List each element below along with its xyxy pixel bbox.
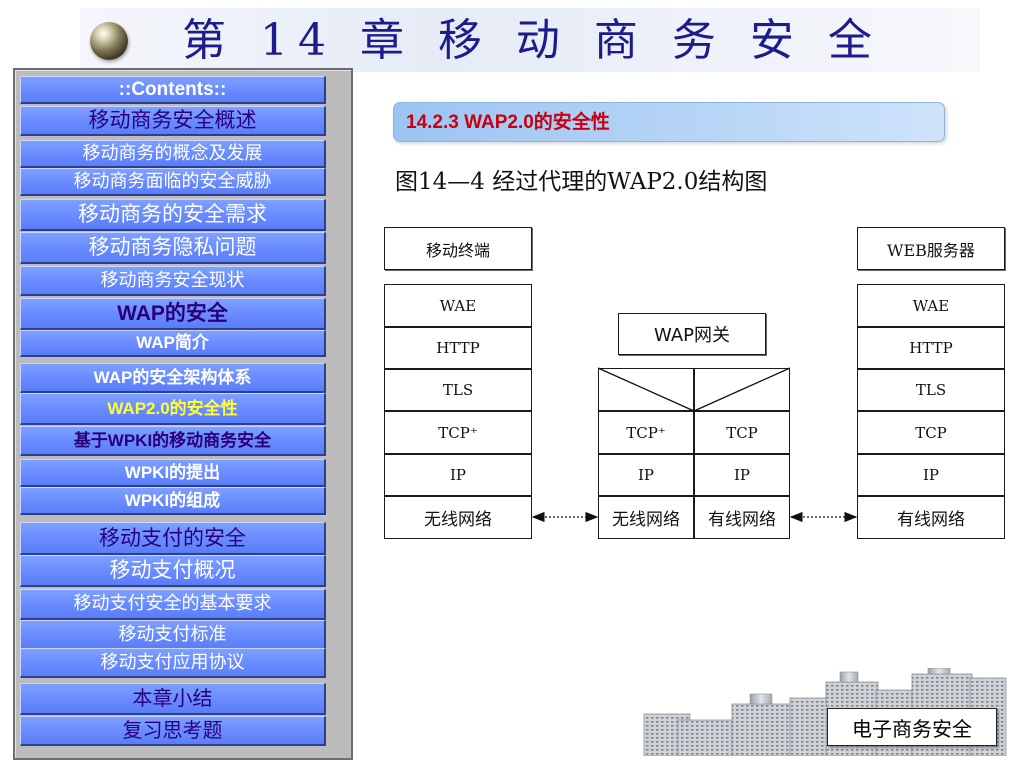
title-band (80, 8, 980, 72)
mobile-terminal-header: 移动终端 (384, 227, 532, 270)
sidebar-contents-header[interactable]: ::Contents:: (20, 76, 326, 104)
sidebar-item[interactable]: 移动支付标准 (20, 620, 326, 650)
sidebar-item[interactable]: 移动商务的安全需求 (20, 199, 326, 231)
mobile-terminal-layer: IP (384, 454, 532, 496)
gateway-top-cell-left (598, 368, 694, 411)
sidebar-item[interactable]: 移动商务的概念及发展 (20, 140, 326, 168)
web-server-layer: HTTP (857, 327, 1005, 369)
web-server-layer: IP (857, 454, 1005, 496)
mobile-terminal-layer: HTTP (384, 327, 532, 369)
section-title-bar: 14.2.3 WAP2.0的安全性 (393, 102, 945, 142)
sidebar-item[interactable]: 基于WPKI的移动商务安全 (20, 426, 326, 456)
section-title: 14.2.3 WAP2.0的安全性 (406, 112, 610, 133)
sidebar-item[interactable]: 移动商务安全概述 (20, 106, 326, 136)
web-server-layer: WAE (857, 284, 1005, 327)
sidebar-item[interactable]: WAP简介 (20, 330, 326, 357)
sidebar-item[interactable]: 移动商务面临的安全威胁 (20, 168, 326, 196)
sidebar-item[interactable]: 移动支付概况 (20, 555, 326, 587)
web-server-layer: TCP (857, 411, 1005, 454)
gateway-wireless-layer: 无线网络 (598, 496, 694, 539)
gateway-wired-layer: IP (694, 454, 790, 496)
bullet-ball-icon (90, 22, 128, 60)
sidebar-item[interactable]: 移动商务安全现状 (20, 266, 326, 296)
mobile-terminal-layer: WAE (384, 284, 532, 327)
sidebar-item[interactable]: WPKI的提出 (20, 459, 326, 487)
gateway-top-cell-right (694, 368, 790, 411)
gateway-wired-layer: TCP (694, 411, 790, 454)
web-server-layer: 有线网络 (857, 496, 1005, 539)
sidebar-item[interactable]: 移动支付的安全 (20, 522, 326, 555)
gateway-wireless-layer: IP (598, 454, 694, 496)
sidebar-item[interactable]: WAP的安全架构体系 (20, 363, 326, 393)
sidebar-item[interactable]: 移动商务隐私问题 (20, 232, 326, 264)
footer-course-label: 电子商务安全 (827, 708, 997, 746)
mobile-terminal-layer: 无线网络 (384, 496, 532, 539)
gateway-wireless-layer: TCP⁺ (598, 411, 694, 454)
wap-gateway-label: WAP网关 (618, 313, 766, 355)
sidebar-item[interactable]: WAP的安全 (20, 298, 326, 330)
sidebar-item[interactable]: 复习思考题 (20, 716, 326, 746)
sidebar-item[interactable]: WAP2.0的安全性 (20, 393, 326, 425)
figure-caption: 图14—4 经过代理的WAP2.0结构图 (395, 169, 768, 195)
web-server-header: WEB服务器 (857, 227, 1005, 270)
mobile-terminal-layer: TLS (384, 369, 532, 411)
gateway-wired-layer: 有线网络 (694, 496, 790, 539)
web-server-layer: TLS (857, 369, 1005, 411)
sidebar-item[interactable]: 移动支付应用协议 (20, 648, 326, 678)
mobile-terminal-layer: TCP⁺ (384, 411, 532, 454)
sidebar-item[interactable]: WPKI的组成 (20, 487, 326, 515)
sidebar-item[interactable]: 本章小结 (20, 683, 326, 715)
sidebar-item[interactable]: 移动支付安全的基本要求 (20, 589, 326, 620)
slide-title: 第 14 章 移 动 商 务 安 全 (182, 15, 882, 66)
